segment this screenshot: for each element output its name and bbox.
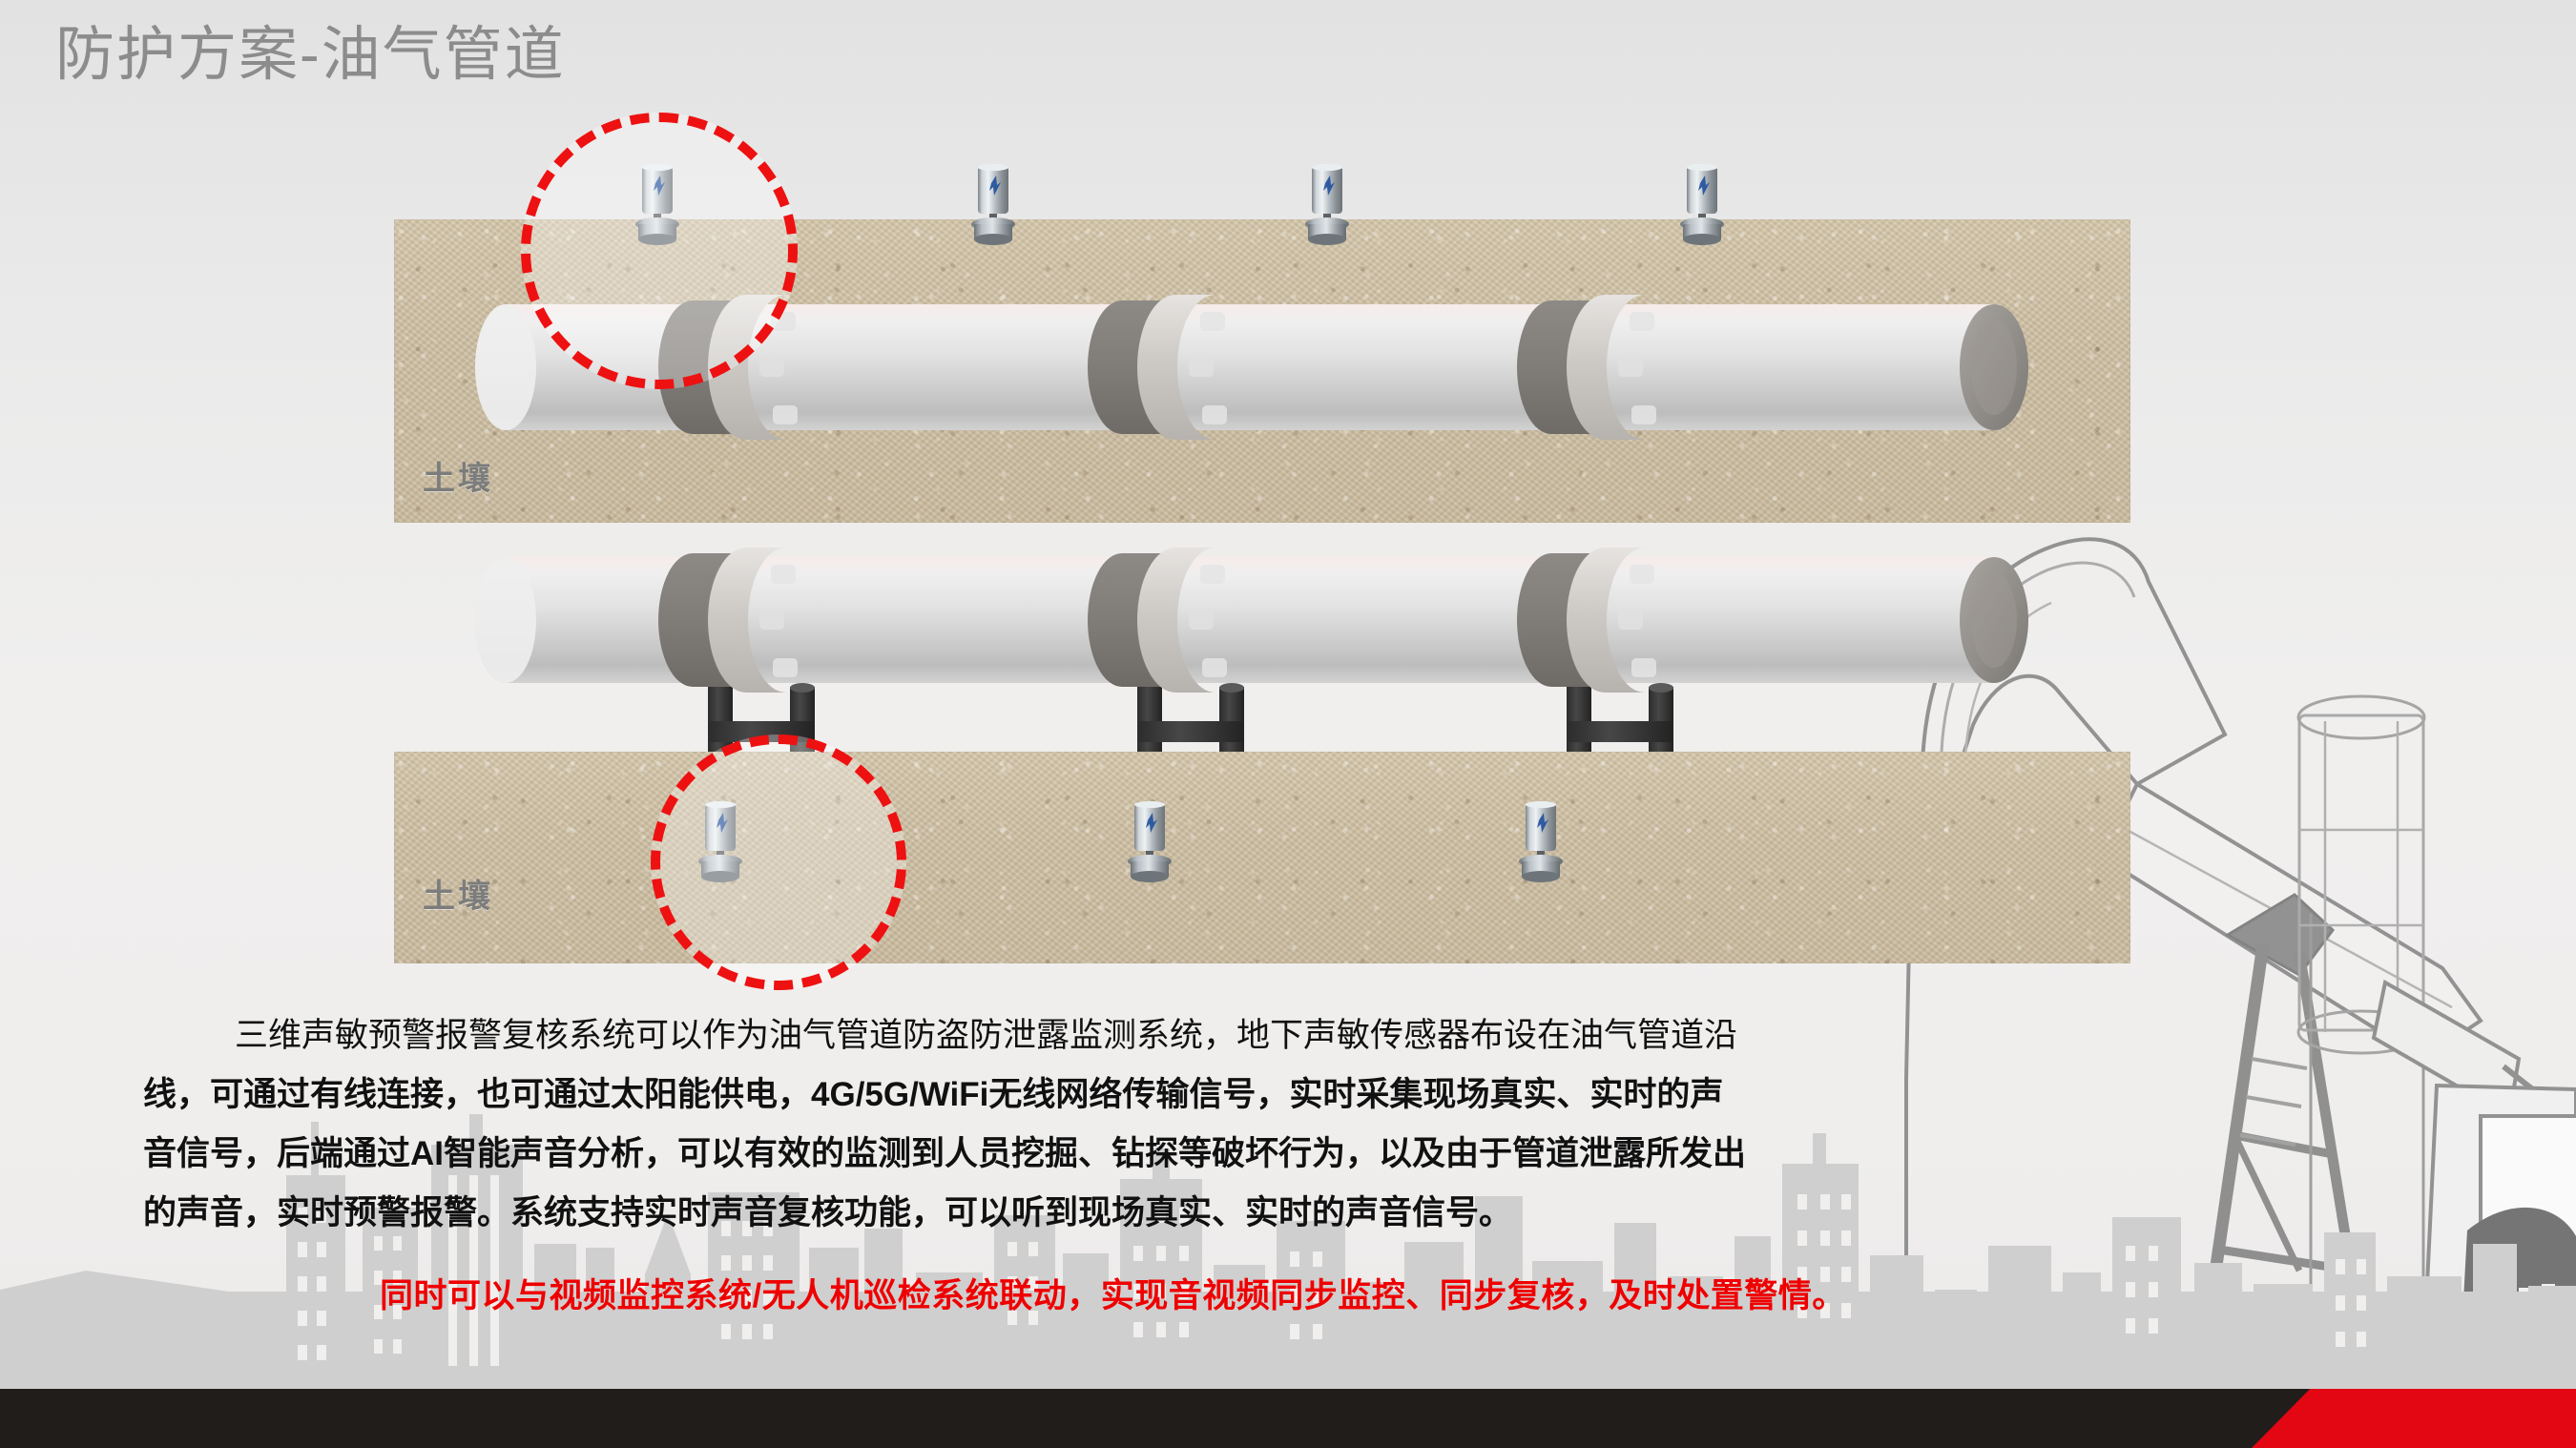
pipeline-diagram: 土壤 (0, 113, 2576, 990)
acoustic-sensor[interactable] (1510, 801, 1571, 893)
acoustic-sensor[interactable] (1119, 801, 1180, 893)
soil-label-bottom: 土壤 (423, 879, 493, 915)
description-paragraph: 三维声敏预警报警复核系统可以作为油气管道防盗防泄露监测系统，地下声敏传感器布设在… (143, 1006, 2147, 1243)
body-line-2: 线，可通过有线连接，也可通过太阳能供电，4G/5G/WiFi无线网络传输信号，实… (143, 1076, 1724, 1113)
acoustic-sensor[interactable] (1297, 164, 1358, 256)
red-dashed-highlight-circle (521, 113, 798, 389)
footer-bar (0, 1389, 2576, 1448)
soil-label-top: 土壤 (423, 461, 493, 497)
acoustic-sensor[interactable] (1672, 164, 1733, 256)
body-line-3: 音信号，后端通过AI智能声音分析，可以有效的监测到人员挖掘、钻探等破坏行为，以及… (143, 1135, 1747, 1172)
body-line-4: 的声音，实时预警报警。系统支持实时声音复核功能，可以听到现场真实、实时的声音信号… (143, 1194, 1513, 1231)
body-line-1: 三维声敏预警报警复核系统可以作为油气管道防盗防泄露监测系统，地下声敏传感器布设在… (235, 1017, 1738, 1054)
acoustic-sensor[interactable] (963, 164, 1024, 256)
emphasis-statement: 同时可以与视频监控系统/无人机巡检系统联动，实现音视频同步监控、同步复核，及时处… (380, 1277, 1846, 1314)
page-title: 防护方案-油气管道 (55, 22, 566, 88)
footer-red-accent (2252, 1389, 2576, 1448)
red-dashed-highlight-circle (651, 734, 906, 990)
